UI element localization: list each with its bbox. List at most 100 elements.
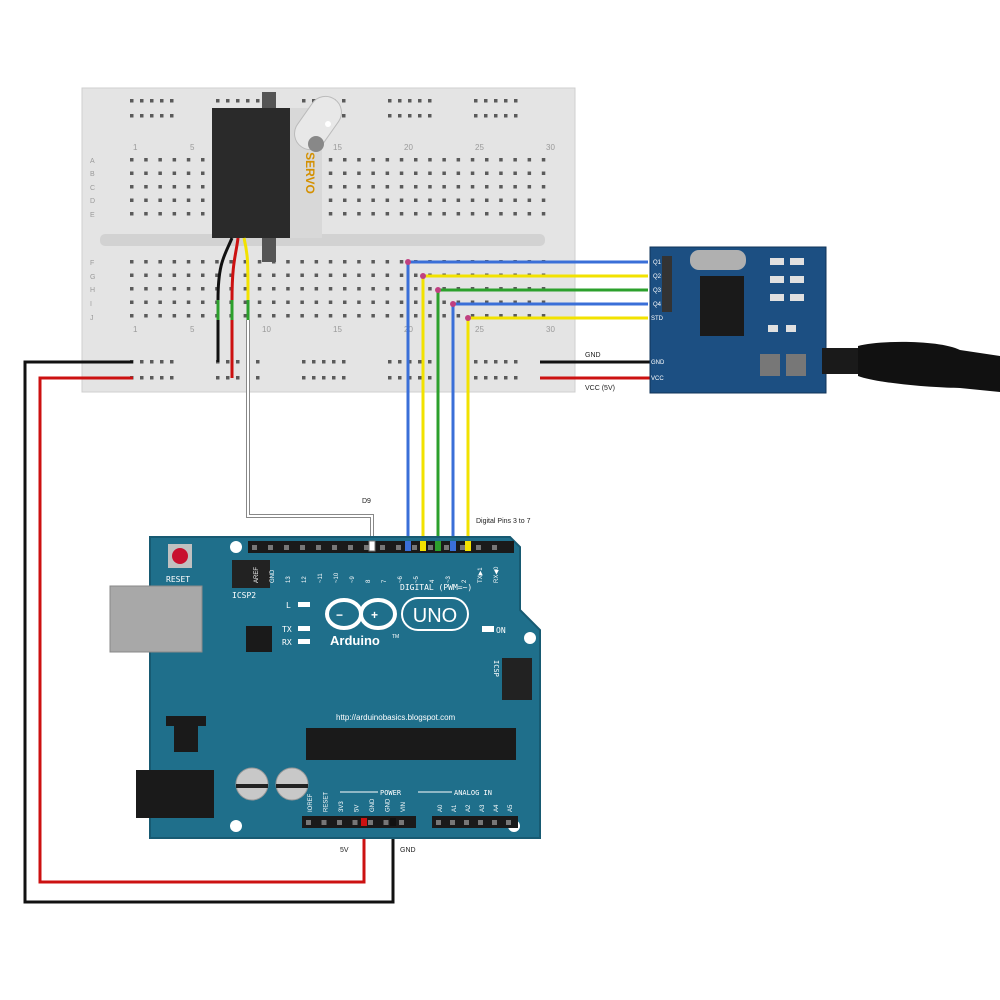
breadboard-hole xyxy=(343,171,347,175)
breadboard-hole xyxy=(314,260,319,264)
pin-label: A2 xyxy=(466,804,472,812)
breadboard-hole xyxy=(399,287,404,291)
breadboard-hole xyxy=(371,212,375,216)
breadboard-hole xyxy=(201,158,205,162)
breadboard-hole xyxy=(513,158,517,162)
breadboard-hole xyxy=(442,212,446,216)
servo-leads xyxy=(216,237,250,301)
breadboard-hole xyxy=(399,300,404,304)
rail-hole xyxy=(140,360,144,364)
rail-hole xyxy=(150,360,154,364)
header-pin xyxy=(380,545,385,550)
rail-hole xyxy=(226,360,230,364)
rail-hole xyxy=(418,99,422,103)
breadboard-hole xyxy=(186,260,191,264)
breadboard-hole xyxy=(144,287,148,291)
svg-text:1: 1 xyxy=(133,325,138,334)
breadboard-hole xyxy=(428,300,432,304)
rail-hole xyxy=(494,360,498,364)
rail-hole xyxy=(332,360,336,364)
breadboard-hole xyxy=(201,260,205,264)
breadboard-hole xyxy=(428,212,432,216)
breadboard-hole xyxy=(357,198,361,202)
rail-hole xyxy=(332,376,336,380)
breadboard-hole xyxy=(385,171,390,175)
rail-hole xyxy=(236,376,240,380)
breadboard-hole xyxy=(215,273,219,277)
rail-hole xyxy=(408,376,412,380)
svg-text:−: − xyxy=(336,608,343,622)
breadboard-hole xyxy=(527,185,532,189)
breadboard-hole xyxy=(328,287,333,291)
breadboard-hole xyxy=(300,314,304,318)
rail-hole xyxy=(474,376,478,380)
breadboard-hole xyxy=(144,300,148,304)
breadboard-hole xyxy=(371,260,375,264)
rail-hole xyxy=(150,114,154,118)
breadboard-hole xyxy=(499,198,503,202)
breadboard-hole xyxy=(158,171,162,175)
breadboard-hole xyxy=(385,287,390,291)
breadboard-hole xyxy=(371,158,375,162)
breadboard-hole xyxy=(428,185,432,189)
breadboard-hole xyxy=(485,171,489,175)
power-wires xyxy=(23,320,650,904)
pin-label: A4 xyxy=(494,804,500,812)
breadboard-hole xyxy=(201,273,205,277)
svg-text:15: 15 xyxy=(333,325,342,334)
breadboard-hole xyxy=(201,287,205,291)
breadboard-hole xyxy=(328,314,333,318)
rail-hole xyxy=(388,114,392,118)
breadboard-hole xyxy=(328,198,333,202)
rail-hole xyxy=(504,114,508,118)
pin-label: ~6 xyxy=(398,575,404,583)
digital-pin-header xyxy=(252,545,497,550)
breadboard-hole xyxy=(172,212,177,216)
breadboard-hole xyxy=(541,314,546,318)
breadboard-hole xyxy=(172,185,177,189)
label-module-gnd: GND xyxy=(585,352,601,359)
breadboard-hole xyxy=(541,300,546,304)
digital-header-label: DIGITAL (PWM=~) xyxy=(400,583,472,592)
breadboard-hole xyxy=(442,314,446,318)
rail-hole xyxy=(494,114,498,118)
rail-hole xyxy=(226,99,230,103)
power-header-label: POWER xyxy=(380,789,402,797)
breadboard-hole xyxy=(513,185,517,189)
breadboard-hole xyxy=(328,300,333,304)
breadboard-hole xyxy=(158,185,162,189)
blog-url: http://arduinobasics.blogspot.com xyxy=(336,713,456,722)
header-pin xyxy=(478,820,483,825)
rail-hole xyxy=(484,360,488,364)
breadboard-hole xyxy=(286,273,290,277)
header-pin xyxy=(464,820,469,825)
breadboard-hole xyxy=(144,198,148,202)
breadboard-hole xyxy=(343,185,347,189)
breadboard-hole xyxy=(385,273,390,277)
breadboard-hole xyxy=(385,158,390,162)
breadboard-hole xyxy=(456,158,461,162)
breadboard-hole xyxy=(541,212,546,216)
label-digital-pins: Digital Pins 3 to 7 xyxy=(476,518,531,525)
pin-label: GND xyxy=(386,798,392,812)
header-pin xyxy=(321,820,327,825)
breadboard-hole xyxy=(357,314,361,318)
header-pin xyxy=(506,820,511,825)
decoder-pin-labels: Q1 Q2 Q3 Q4 STD GND VCC xyxy=(651,260,665,382)
svg-text:F: F xyxy=(90,260,94,267)
icsp2-label: ICSP2 xyxy=(232,591,256,600)
breadboard-hole xyxy=(414,287,418,291)
breadboard-hole xyxy=(357,300,361,304)
breadboard-hole xyxy=(144,314,148,318)
power-analog-headers xyxy=(306,820,511,825)
pin-label: 7 xyxy=(382,579,388,583)
breadboard-hole xyxy=(470,212,475,216)
breadboard-hole xyxy=(158,314,162,318)
wire-gnd-black xyxy=(23,360,395,904)
servo-motor: SERVO xyxy=(212,92,342,320)
rail-hole xyxy=(474,114,478,118)
breadboard-hole xyxy=(144,273,148,277)
breadboard-hole xyxy=(385,314,390,318)
rail-hole xyxy=(408,99,412,103)
